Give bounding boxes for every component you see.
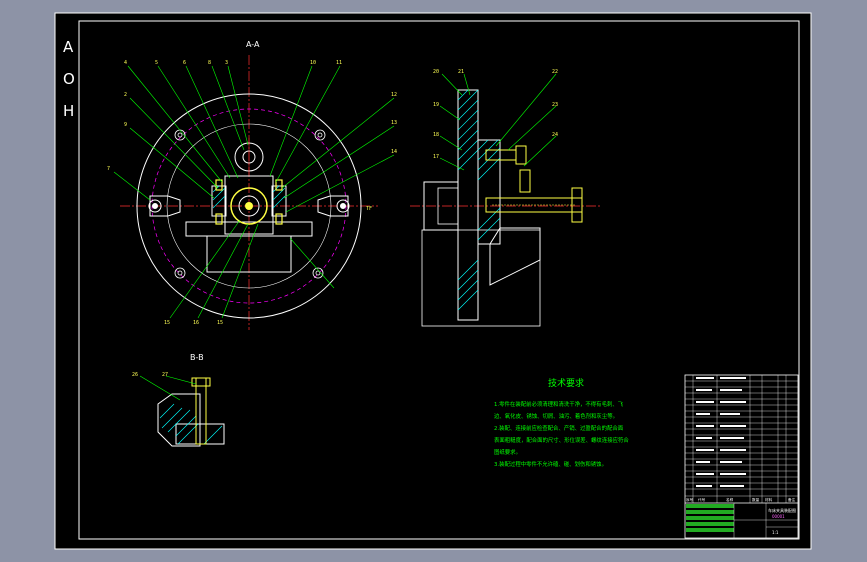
balloon-12: 12 <box>391 92 397 98</box>
balloon-17: 15 <box>217 320 223 326</box>
side-label: A O H <box>63 38 80 120</box>
drawing-scale: 1:1 <box>772 530 779 535</box>
drawing-code: 00001 <box>772 514 785 519</box>
tech-notes: 技术要求 1.零件在装配前必须清理和清洗干净，不得有毛刺、飞 边、氧化皮、锈蚀、… <box>494 377 629 468</box>
bom-entries <box>696 377 746 487</box>
tech-note-6: 3.装配过程中零件不允许磕、碰、划伤和锈蚀。 <box>494 460 607 468</box>
header-no: 序号 <box>686 497 694 502</box>
section-bb-view: B-B 26 27 <box>132 353 225 447</box>
balloon-5: 5 <box>155 60 158 66</box>
tech-note-4: 表面粗糙度，配合面的尺寸、形位误差、螺纹连接应符合 <box>494 436 629 444</box>
tech-note-5: 图纸要求。 <box>494 448 521 456</box>
tech-title: 技术要求 <box>548 377 584 389</box>
balloon-10: 10 <box>310 60 316 66</box>
side-label-h: H <box>63 102 74 120</box>
balloon-27: 27 <box>162 372 168 378</box>
side-label-o: O <box>63 70 75 88</box>
side-view: 20 21 19 18 17 22 23 24 <box>410 69 600 327</box>
balloon-24: 24 <box>552 132 558 138</box>
balloon-22: 22 <box>552 69 558 75</box>
header-material: 材料 <box>765 497 773 502</box>
side-label-a: A <box>63 38 74 56</box>
balloon-23: 23 <box>552 102 558 108</box>
balloon-6: 6 <box>183 60 186 66</box>
balloon-7: 7 <box>107 166 110 172</box>
inner-frame <box>78 20 800 540</box>
balloon-11: 11 <box>336 60 342 66</box>
bom-rows <box>685 375 798 503</box>
header-name: 名称 <box>726 497 734 502</box>
tech-note-1: 1.零件在装配前必须清理和清洗干净，不得有毛刺、飞 <box>494 400 624 408</box>
balloon-26: 26 <box>132 372 138 378</box>
tech-note-3: 2.装配、连接前应检查配合、产销、过盈配合的配合面 <box>494 424 624 432</box>
balloon-19: 19 <box>433 102 439 108</box>
header-note: 备注 <box>788 497 796 502</box>
balloon-2: 2 <box>124 92 127 98</box>
balloon-13: 13 <box>391 120 397 126</box>
balloon-8: 8 <box>208 60 211 66</box>
balloon-21: 21 <box>458 69 464 75</box>
title-block: 序号 代号 名称 数量 材料 备注 车床夹具装配图 00001 1:1 <box>684 374 799 539</box>
header-qty: 数量 <box>752 497 760 502</box>
header-code: 代号 <box>698 497 706 502</box>
drawing-sheet <box>54 12 812 550</box>
balloon-16: 16 <box>193 320 199 326</box>
section-bb-label: B-B <box>190 353 204 362</box>
balloon-4: 4 <box>124 60 127 66</box>
section-aa-label: A-A <box>246 40 260 49</box>
balloon-9: 9 <box>124 122 127 128</box>
balloon-tf: TF <box>366 206 372 212</box>
balloon-3: 3 <box>225 60 228 66</box>
main-view: A-A <box>107 40 397 330</box>
balloon-14: 14 <box>391 149 397 155</box>
balloon-18: 18 <box>433 132 439 138</box>
balloon-15: 15 <box>164 320 170 326</box>
tech-note-2: 边、氧化皮、锈蚀、切屑、油污、着色剂和灰尘等。 <box>494 412 618 420</box>
drawing-name: 车床夹具装配图 <box>768 507 796 513</box>
balloon-17s: 17 <box>433 154 439 160</box>
balloon-20: 20 <box>433 69 439 75</box>
